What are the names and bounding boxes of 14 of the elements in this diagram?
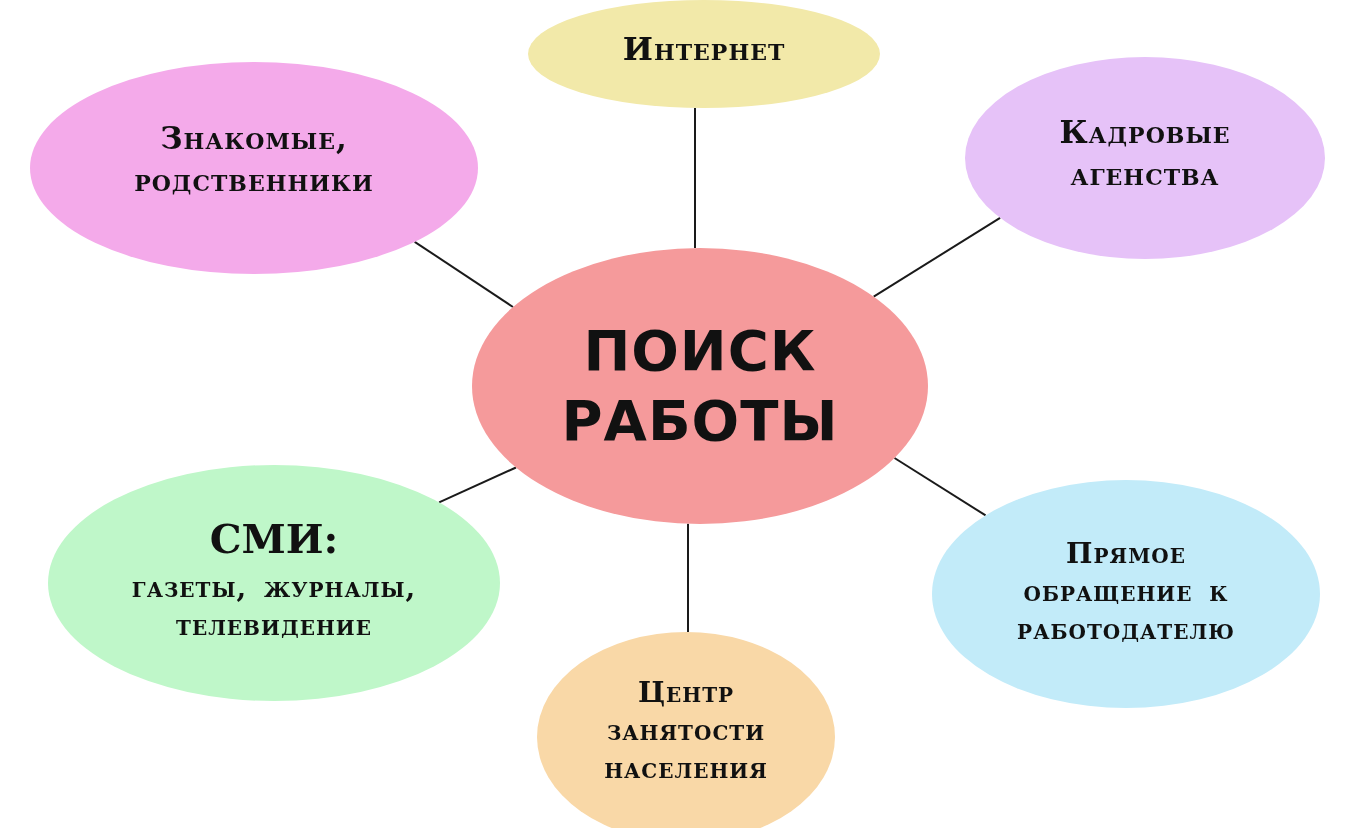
node-label: Кадровые агенства	[1058, 113, 1232, 194]
node-heading: СМИ:	[209, 514, 339, 565]
connector-line	[694, 106, 696, 249]
node-label: Интернет	[622, 29, 786, 71]
connector-line	[687, 522, 689, 633]
connector-line	[413, 240, 514, 308]
connector-line	[872, 216, 1002, 298]
node-label: ПОИСК РАБОТЫ	[560, 317, 840, 455]
connector-line	[438, 466, 517, 504]
node-label: Центр занятости населения	[603, 675, 769, 787]
node-label: Знакомые, родственники	[133, 119, 375, 200]
node-label: газеты, журналы, телевидение	[130, 570, 418, 644]
connector-line	[893, 457, 987, 517]
node-label: Прямое обращение к работодателю	[1016, 536, 1236, 648]
